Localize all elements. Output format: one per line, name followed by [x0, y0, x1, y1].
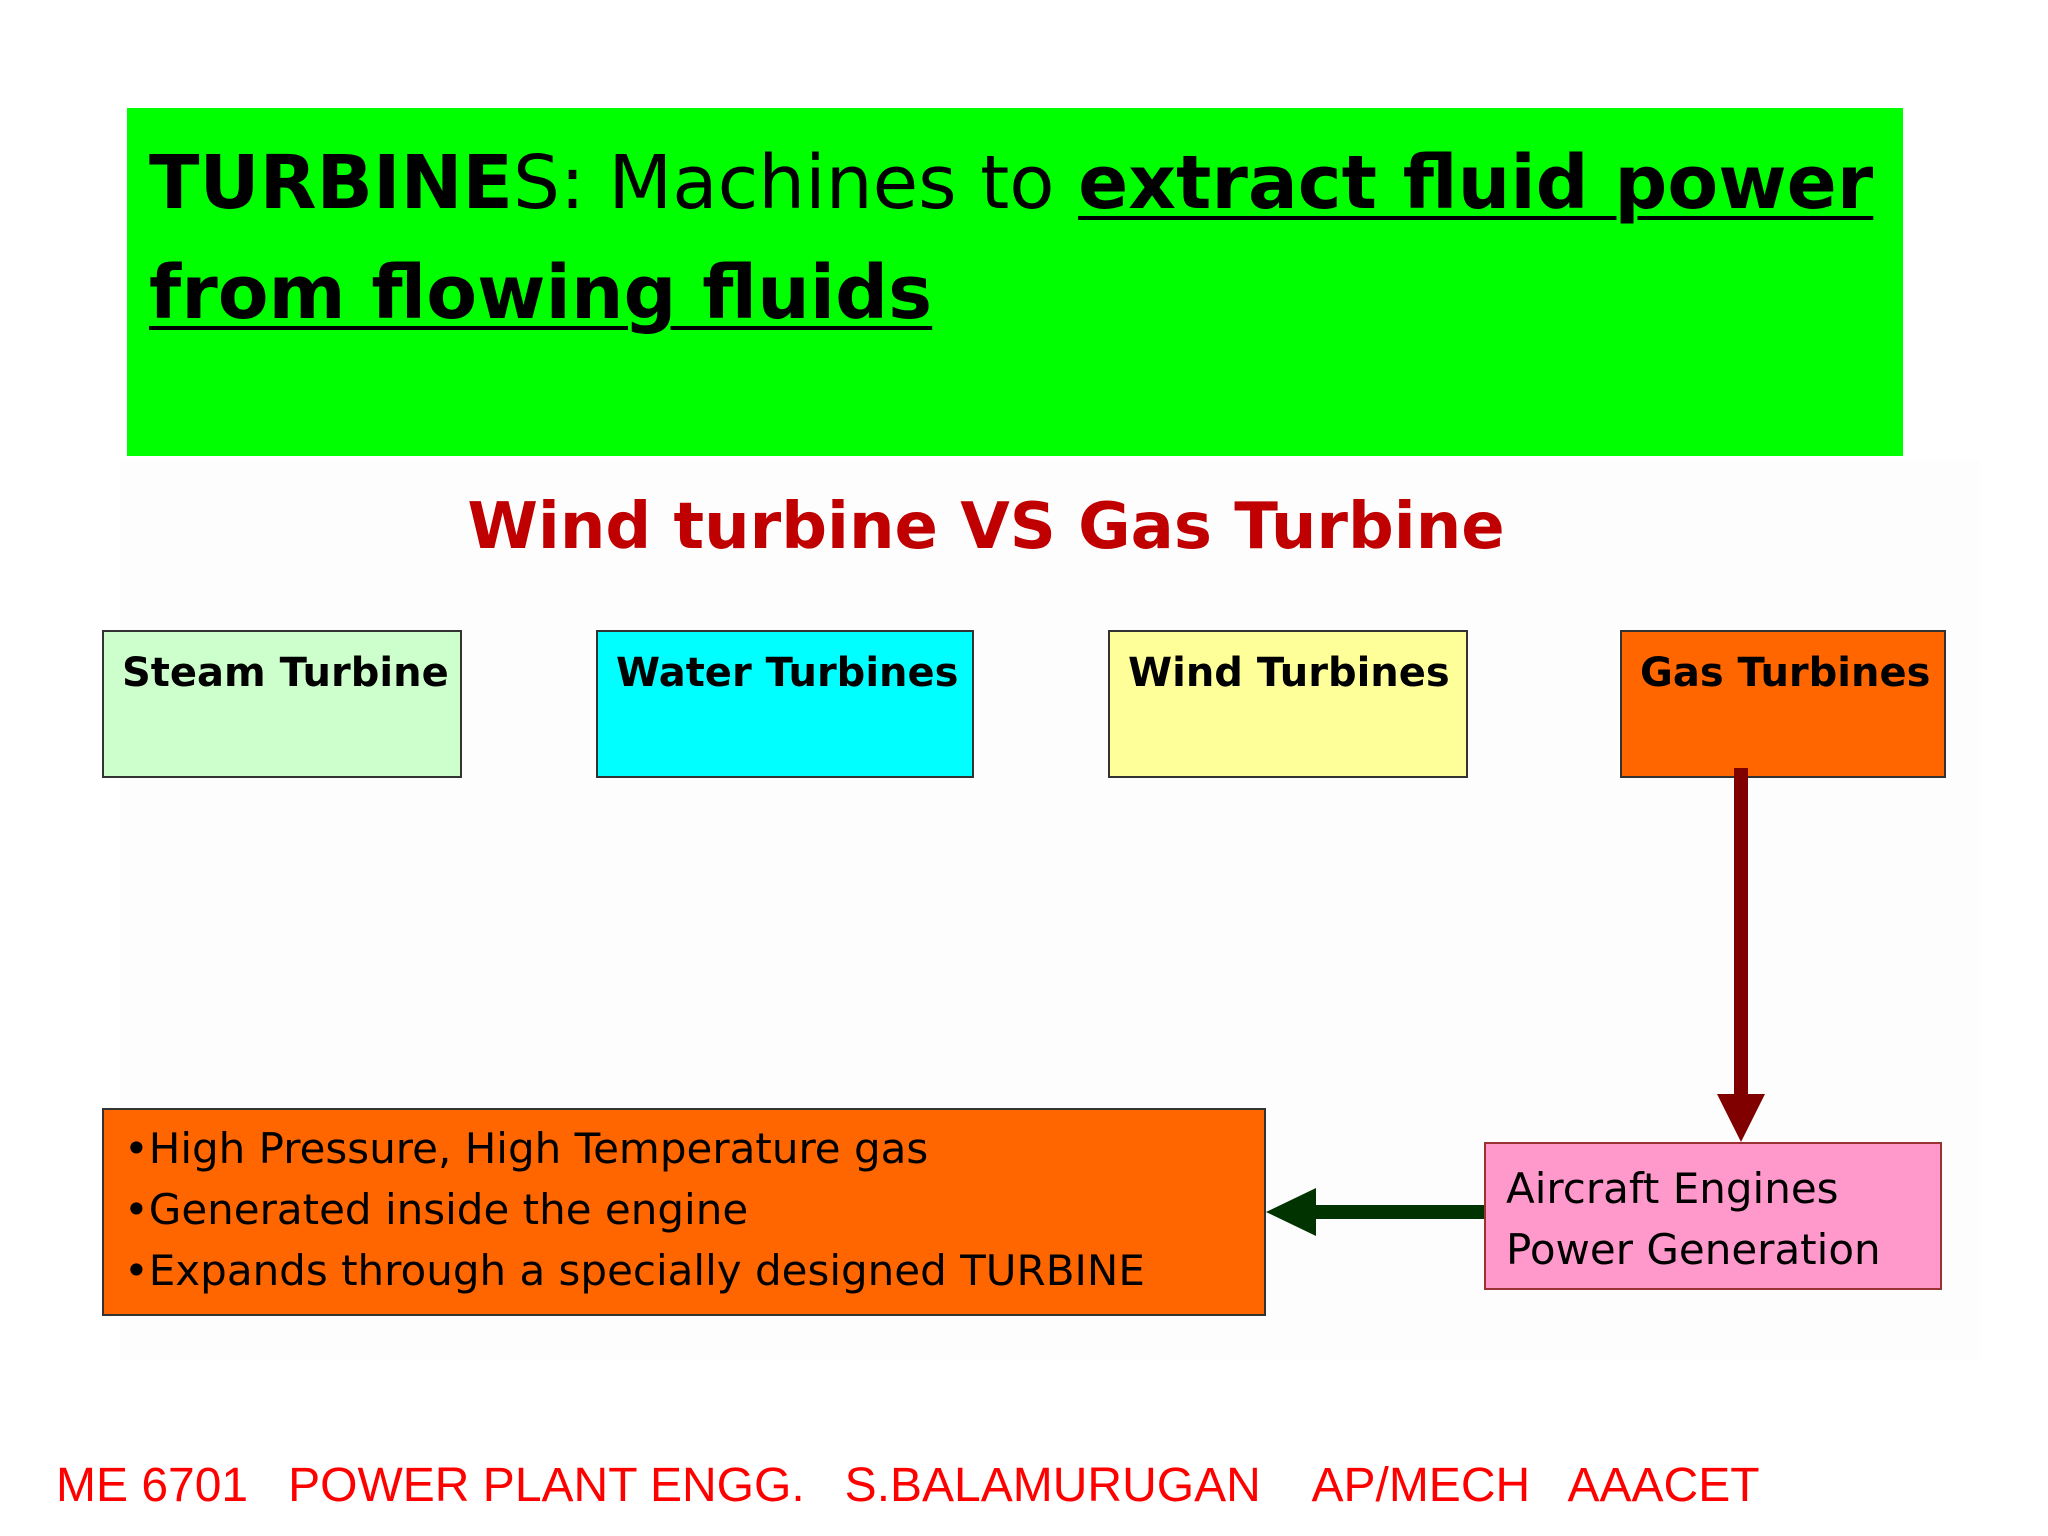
wind-turbines-box: Wind Turbines — [1108, 630, 1468, 778]
title-definition: S: Machines to — [512, 140, 1079, 226]
applications-box: Aircraft Engines Power Generation — [1484, 1142, 1942, 1290]
slide-subtitle: Wind turbine VS Gas Turbine — [467, 490, 1505, 564]
water-turbines-box: Water Turbines — [596, 630, 974, 778]
application-item: Aircraft Engines — [1506, 1164, 1839, 1213]
slide-footer: ME 6701 POWER PLANT ENGG. S.BALAMURUGAN … — [56, 1459, 1760, 1512]
wind-turbines-label: Wind Turbines — [1128, 650, 1450, 696]
gas-turbines-box: Gas Turbines — [1620, 630, 1946, 778]
slide-title: TURBINES: Machines to extract fluid powe… — [149, 128, 1881, 348]
gas-turbines-label: Gas Turbines — [1640, 650, 1931, 696]
title-turbine: TURBINE — [149, 140, 513, 226]
steam-turbine-box: Steam Turbine — [102, 630, 462, 778]
gas-property-item: •High Pressure, High Temperature gas — [124, 1124, 929, 1173]
gas-property-item: •Generated inside the engine — [124, 1185, 749, 1234]
gas-property-item: •Expands through a specially designed TU… — [124, 1246, 1145, 1295]
title-emphasis-1: extract fluid power — [1078, 140, 1874, 226]
steam-turbine-label: Steam Turbine — [122, 650, 449, 696]
water-turbines-label: Water Turbines — [616, 650, 959, 696]
title-emphasis-2: from flowing fluids — [149, 250, 933, 336]
title-banner: TURBINES: Machines to extract fluid powe… — [127, 108, 1903, 456]
gas-properties-box: •High Pressure, High Temperature gas •Ge… — [102, 1108, 1266, 1316]
application-item: Power Generation — [1506, 1225, 1881, 1274]
